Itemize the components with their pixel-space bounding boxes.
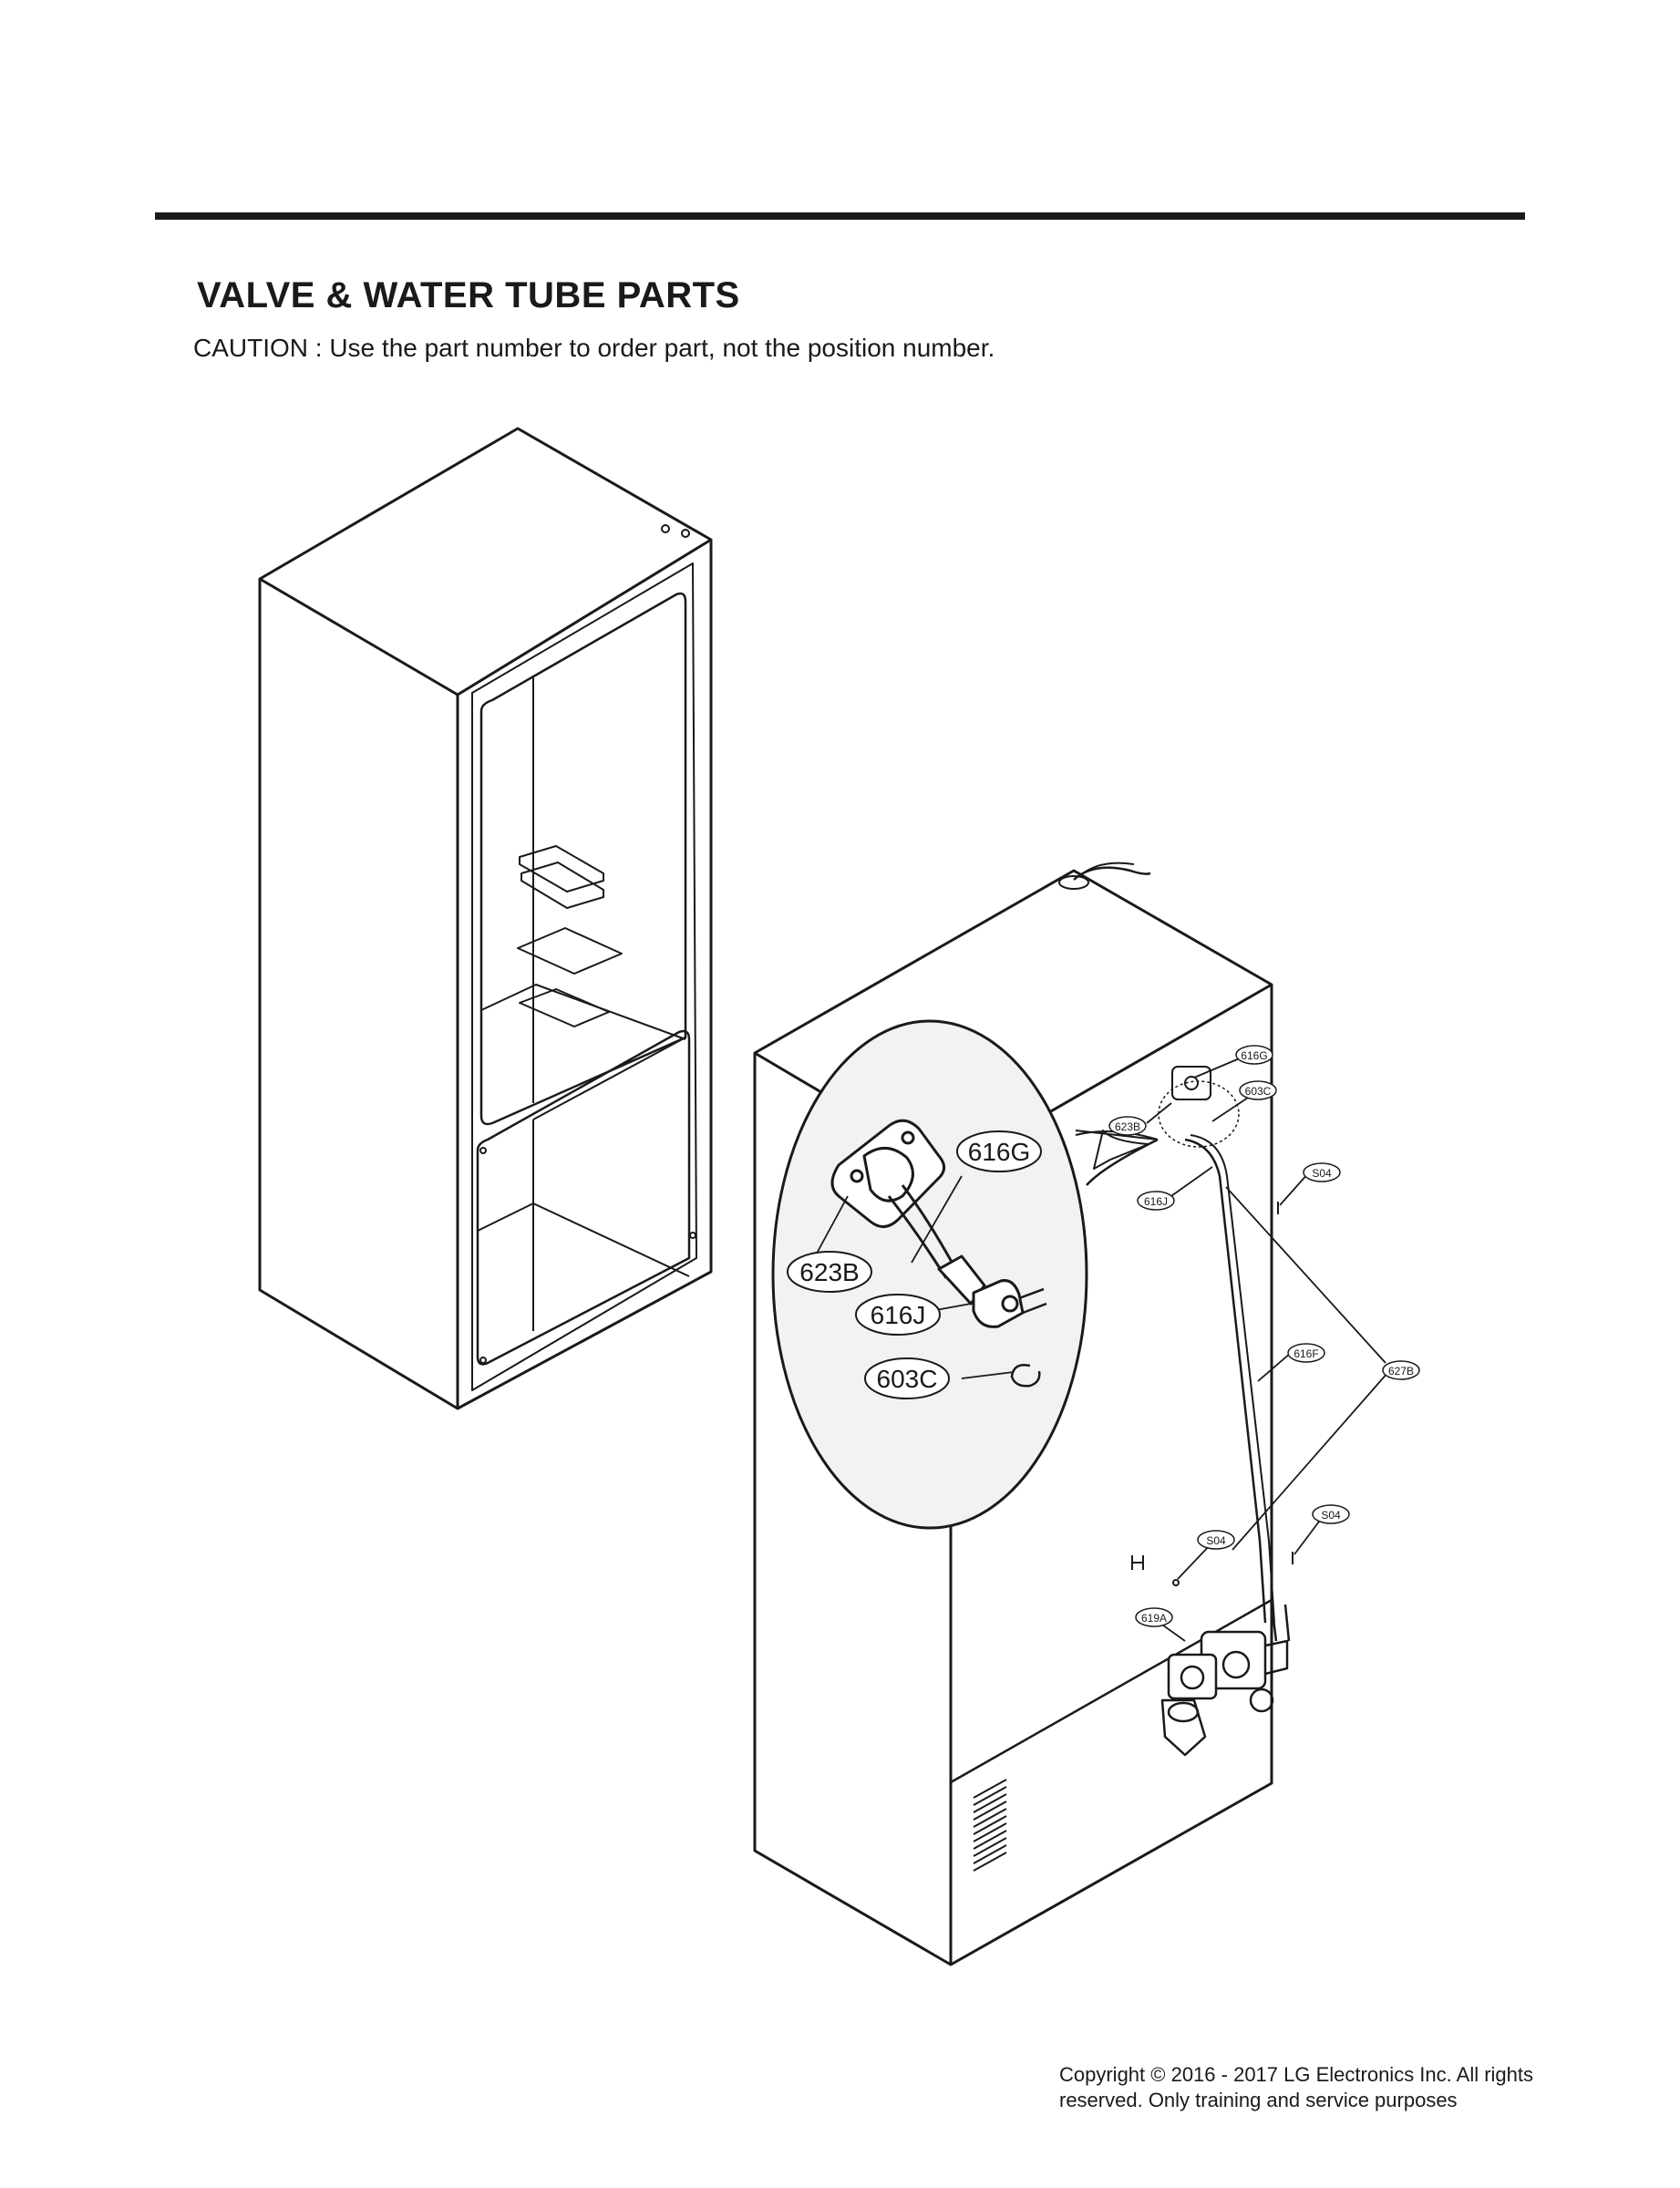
callout-623B-large: 623B [787,1251,872,1293]
caution-note: CAUTION : Use the part number to order p… [193,334,995,362]
copyright-notice: Copyright © 2016 - 2017 LG Electronics I… [1059,2062,1624,2113]
top-rule [155,212,1525,220]
callout-616J-large: 616J [855,1294,941,1336]
callout-S04-top: S04 [1303,1162,1341,1182]
callout-616F: 616F [1287,1343,1325,1363]
callout-616J-large-text: 616J [871,1301,926,1329]
callout-S04-right: S04 [1312,1504,1350,1524]
page-title: VALVE & WATER TUBE PARTS [197,275,740,315]
callout-616G-large-text: 616G [968,1138,1031,1166]
copyright-line-1: Copyright © 2016 - 2017 LG Electronics I… [1059,2063,1534,2086]
callout-623B-small-text: 623B [1115,1120,1140,1133]
callout-616F-text: 616F [1293,1347,1318,1360]
front-cabinet-drawing [258,427,713,1410]
callout-616J-small-text: 616J [1144,1195,1168,1208]
callout-616J-small: 616J [1137,1191,1175,1211]
callout-S04-left: S04 [1197,1530,1235,1550]
callout-603C-small: 603C [1239,1080,1277,1100]
callout-619A: 619A [1135,1607,1173,1627]
callout-S04-left-text: S04 [1206,1534,1226,1547]
callout-S04-right-text: S04 [1321,1509,1341,1522]
callout-619A-text: 619A [1141,1612,1167,1625]
copyright-line-2: reserved. Only training and service purp… [1059,2089,1458,2111]
leader-lines [806,1057,1389,1642]
callout-623B-small: 623B [1108,1116,1147,1136]
callout-623B-large-text: 623B [799,1258,859,1286]
callout-616G-small-text: 616G [1241,1049,1267,1062]
callout-603C-small-text: 603C [1245,1085,1272,1098]
callout-603C-large: 603C [864,1357,950,1399]
callout-603C-large-text: 603C [877,1365,938,1393]
water-valve-assembly [1160,1604,1291,1757]
callout-616G-large: 616G [956,1130,1042,1172]
callout-616G-small: 616G [1235,1045,1273,1065]
callout-S04-top-text: S04 [1312,1167,1332,1180]
callout-627B: 627B [1382,1360,1420,1380]
callout-627B-text: 627B [1388,1365,1414,1378]
